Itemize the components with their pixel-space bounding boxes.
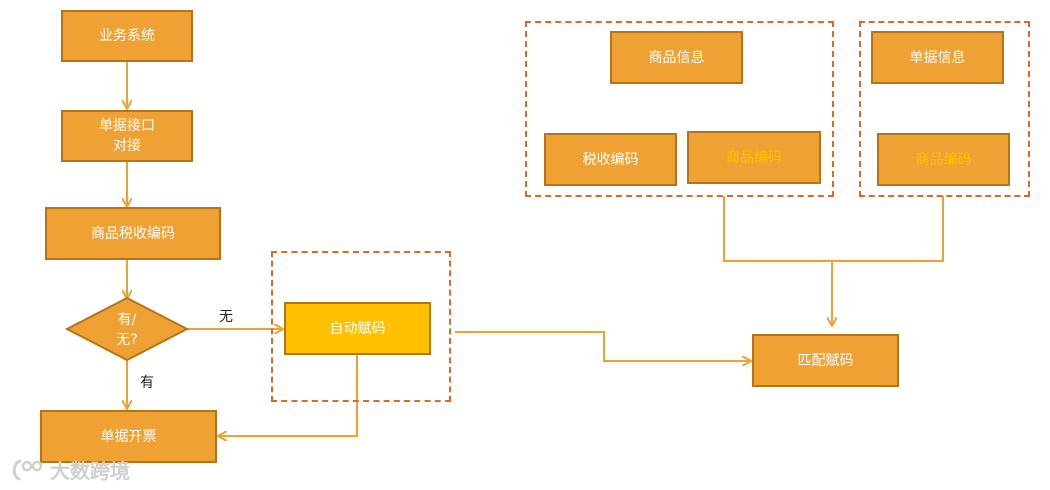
- match-assign-node[interactable]: 匹配赋码: [752, 334, 899, 387]
- doc-interface-label-line2: 对接: [113, 138, 141, 154]
- match-assign-label: 匹配赋码: [797, 352, 854, 369]
- edge-auto-to-match: [455, 331, 750, 361]
- product-info-label: 商品信息: [648, 49, 705, 66]
- business-system-label: 业务系统: [99, 28, 155, 44]
- product-tax-code-node[interactable]: 商品税收编码: [45, 207, 221, 260]
- business-system-node[interactable]: 业务系统: [61, 10, 193, 62]
- product-info-group: [525, 21, 834, 197]
- doc-interface-node[interactable]: 单据接口 对接: [61, 110, 193, 162]
- watermark-logo-icon: [12, 459, 43, 480]
- auto-assign-label: 自动赋码: [329, 320, 386, 337]
- product-code-node-a[interactable]: 商品编码: [687, 131, 821, 184]
- tax-code-node[interactable]: 税收编码: [544, 133, 677, 186]
- edge-auto-to-invoice: [219, 354, 358, 436]
- product-code-node-b[interactable]: 商品编码: [877, 133, 1010, 186]
- tax-code-label: 税收编码: [582, 151, 639, 168]
- decision-label: 有/ 无?: [72, 310, 182, 350]
- edge-codes-merge: [723, 196, 944, 262]
- doc-info-group: [859, 21, 1030, 197]
- auto-assign-group: [271, 251, 451, 402]
- product-info-node[interactable]: 商品信息: [610, 31, 743, 84]
- watermark-text: 大数跨境: [50, 459, 130, 483]
- product-code-label-b: 商品编码: [915, 151, 972, 168]
- product-code-label-a: 商品编码: [726, 149, 782, 166]
- doc-invoice-label: 单据开票: [100, 428, 157, 445]
- edge-label-none: 无: [219, 309, 233, 325]
- auto-assign-node[interactable]: 自动赋码: [284, 302, 431, 355]
- decision-label-line1: 有/: [117, 312, 137, 328]
- doc-info-label: 单据信息: [909, 49, 966, 66]
- watermark: 大数跨境: [10, 455, 130, 484]
- decision-diamond: [64, 296, 190, 362]
- doc-invoice-node[interactable]: 单据开票: [40, 410, 217, 463]
- product-tax-code-label: 商品税收编码: [91, 225, 175, 242]
- decision-label-line2: 无?: [116, 332, 138, 348]
- edge-label-has: 有: [140, 375, 154, 391]
- doc-interface-label-line1: 单据接口: [99, 118, 155, 134]
- doc-info-node[interactable]: 单据信息: [871, 31, 1004, 84]
